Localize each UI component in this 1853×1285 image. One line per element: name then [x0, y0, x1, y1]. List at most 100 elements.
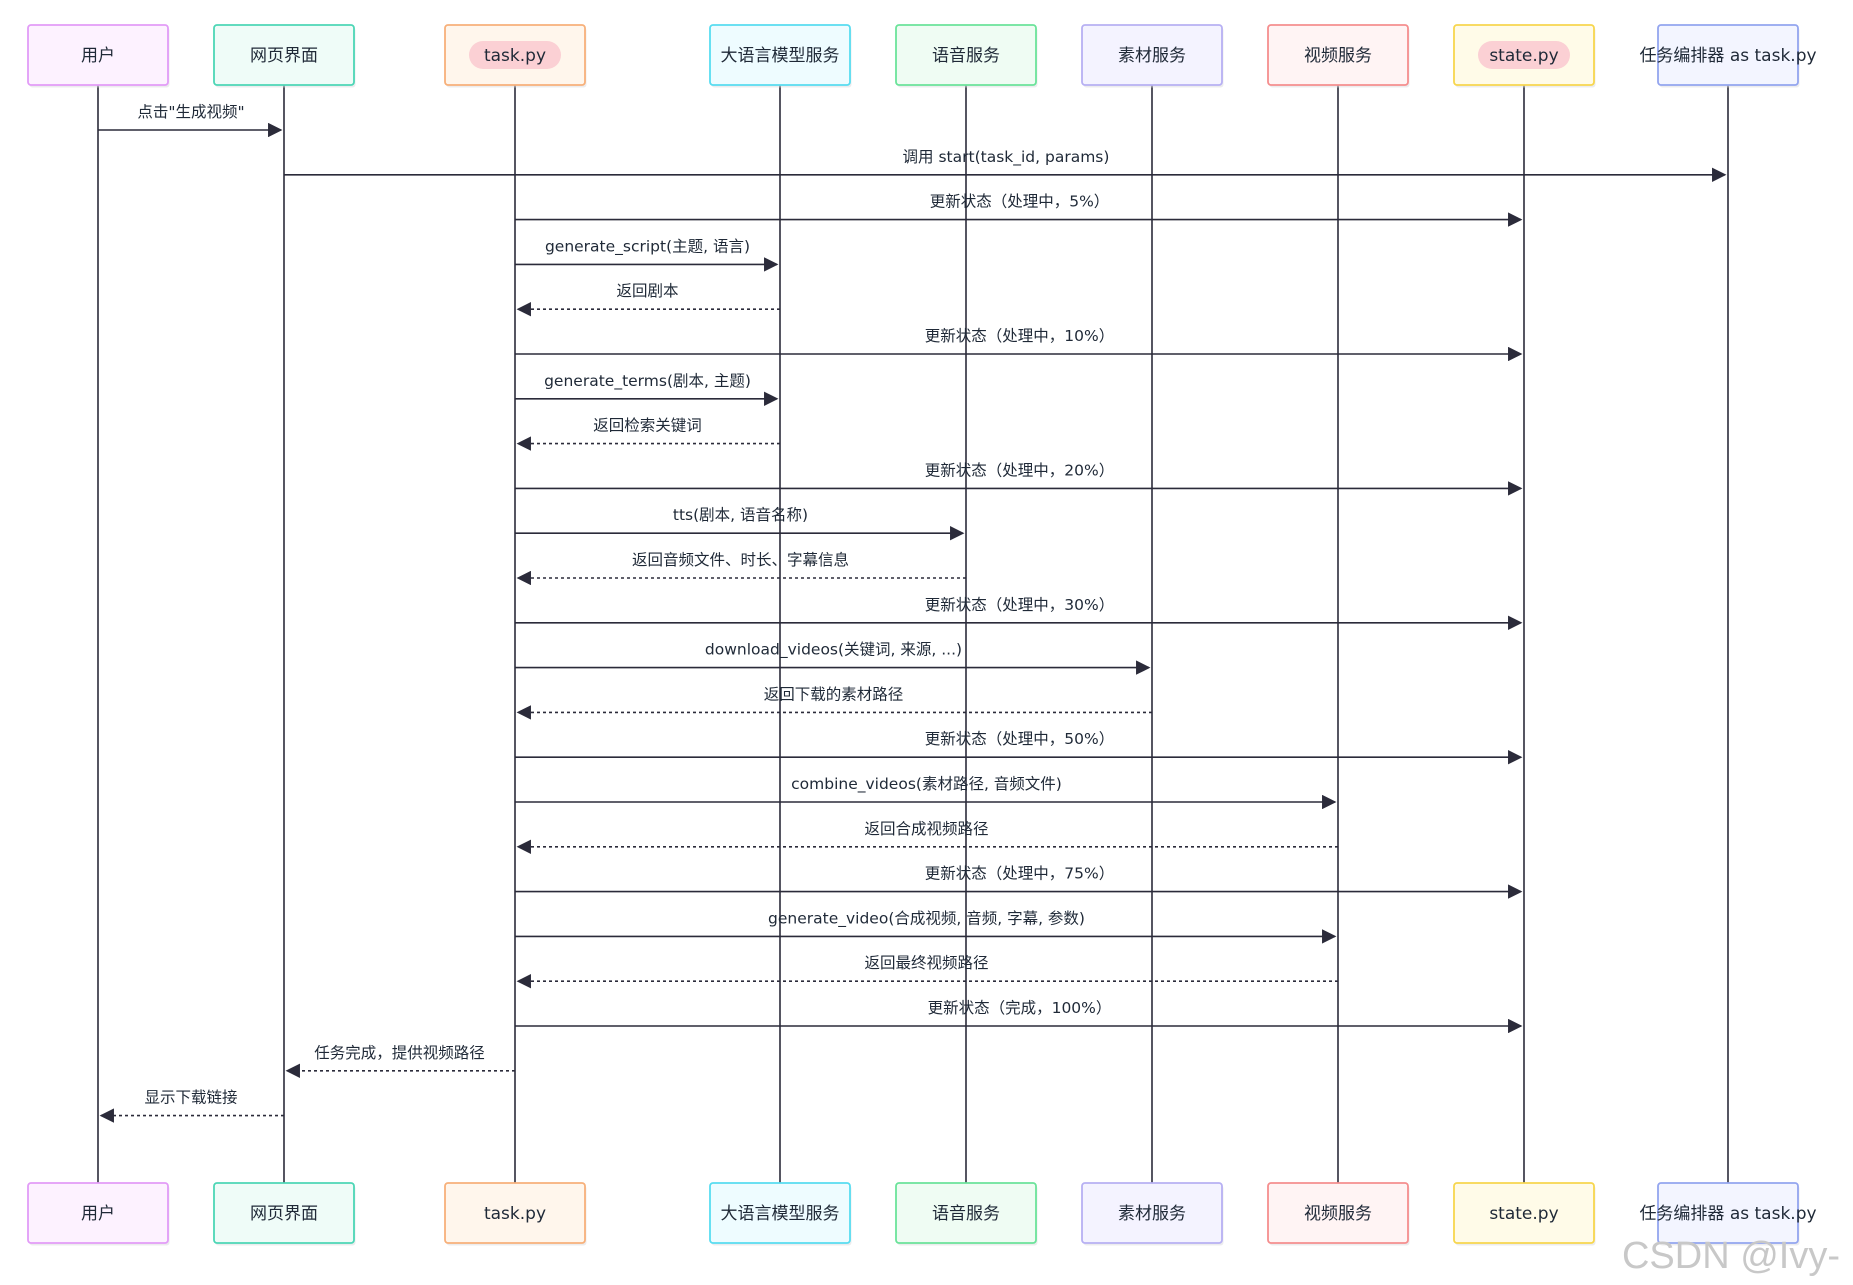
message: 显示下载链接 [99, 1089, 284, 1123]
participant-label-pill [469, 41, 561, 69]
message-label: 返回合成视频路径 [864, 820, 988, 838]
participant-web-bottom: 网页界面 [213, 1182, 356, 1246]
participant-video-bottom: 视频服务 [1267, 1182, 1410, 1246]
message-label: 返回检索关键词 [593, 417, 702, 435]
participant-voice-bottom: 语音服务 [895, 1182, 1038, 1246]
message-label: download_videos(关键词, 来源, ...) [705, 641, 962, 660]
participant-box [709, 1182, 851, 1244]
participant-box [895, 1182, 1037, 1244]
participant-box [1081, 1182, 1223, 1244]
participant-box [895, 24, 1037, 86]
participant-video-top: 视频服务 [1267, 24, 1410, 88]
participant-label: 视频服务 [1304, 46, 1372, 66]
message-label: combine_videos(素材路径, 音频文件) [791, 775, 1062, 794]
message-label: 更新状态（处理中，10%） [925, 327, 1114, 345]
participant-label: 网页界面 [250, 1204, 318, 1224]
message-label: 点击"生成视频" [137, 103, 244, 121]
message: combine_videos(素材路径, 音频文件) [515, 775, 1337, 810]
participant-label: 网页界面 [250, 46, 318, 66]
message: 调用 start(task_id, params) [284, 148, 1727, 183]
participant-label: state.py [1489, 1204, 1558, 1224]
message: 返回检索关键词 [516, 417, 780, 451]
message: 返回剧本 [516, 282, 780, 317]
participant-llm-top: 大语言模型服务 [709, 24, 852, 88]
participant-label: 大语言模型服务 [721, 1204, 840, 1224]
participant-box [213, 1182, 355, 1244]
message: 更新状态（处理中，50%） [515, 730, 1523, 765]
participant-task-top: task.py [444, 24, 587, 88]
participant-label-pill [1478, 41, 1570, 69]
message-label: 更新状态（完成，100%） [928, 999, 1112, 1017]
participant-label: 用户 [81, 1204, 115, 1224]
message-label: 更新状态（处理中，50%） [925, 730, 1114, 748]
participant-voice-top: 语音服务 [895, 24, 1038, 88]
message: 返回下载的素材路径 [516, 685, 1152, 720]
message-label: generate_terms(剧本, 主题) [544, 372, 751, 391]
participant-box [1081, 24, 1223, 86]
message: 更新状态（处理中，10%） [515, 327, 1523, 362]
message-label: 返回剧本 [616, 282, 678, 300]
message-label: 任务完成，提供视频路径 [314, 1044, 485, 1062]
message-label: 调用 start(task_id, params) [903, 148, 1110, 167]
message: 返回最终视频路径 [516, 954, 1338, 989]
participant-box [709, 24, 851, 86]
message: 更新状态（完成，100%） [515, 999, 1523, 1034]
message-label: generate_script(主题, 语言) [545, 237, 750, 256]
participant-box [1453, 1182, 1595, 1244]
participant-label: 素材服务 [1118, 46, 1186, 66]
message: 任务完成，提供视频路径 [285, 1044, 515, 1079]
participant-box [27, 1182, 169, 1244]
participant-label: 大语言模型服务 [721, 46, 840, 66]
message: 更新状态（处理中，5%） [515, 193, 1523, 227]
message-label: 返回最终视频路径 [864, 954, 988, 972]
participant-llm-bottom: 大语言模型服务 [709, 1182, 852, 1246]
participant-state-bottom: state.py [1453, 1182, 1596, 1246]
participant-box [213, 24, 355, 86]
watermark: CSDN @Ivy- [1622, 1235, 1840, 1277]
participant-box [27, 24, 169, 86]
participant-label: 语音服务 [932, 1204, 1000, 1224]
participant-box [1657, 24, 1799, 86]
participant-web-top: 网页界面 [213, 24, 356, 88]
participant-label: task.py [484, 1204, 546, 1224]
participant-orch-top: 任务编排器 as task.py [1639, 24, 1817, 88]
participant-label: task.py [484, 46, 546, 66]
message: 更新状态（处理中，30%） [515, 596, 1523, 630]
message-label: 返回音频文件、时长、字幕信息 [632, 551, 849, 569]
message: 点击"生成视频" [98, 103, 283, 138]
message: generate_terms(剧本, 主题) [515, 372, 779, 406]
message-label: 更新状态（处理中，20%） [925, 461, 1114, 479]
message-label: 返回下载的素材路径 [764, 685, 904, 703]
message-label: tts(剧本, 语音名称) [673, 506, 808, 524]
participant-state-top: state.py [1453, 24, 1596, 88]
message: generate_script(主题, 语言) [515, 237, 779, 272]
participant-material-bottom: 素材服务 [1081, 1182, 1224, 1246]
message-label: generate_video(合成视频, 音频, 字幕, 参数) [768, 909, 1085, 928]
message: 返回合成视频路径 [516, 820, 1338, 854]
participant-label: 视频服务 [1304, 1204, 1372, 1224]
participant-label: state.py [1489, 46, 1558, 66]
message-label: 更新状态（处理中，75%） [925, 865, 1114, 883]
participant-label: 任务编排器 as task.py [1639, 1204, 1816, 1224]
participant-task-bottom: task.py [444, 1182, 587, 1246]
message-label: 显示下载链接 [144, 1089, 237, 1107]
participant-box [1657, 1182, 1799, 1244]
message-label: 更新状态（处理中，5%） [930, 193, 1110, 211]
participant-orch-bottom: 任务编排器 as task.py [1639, 1182, 1817, 1246]
participant-material-top: 素材服务 [1081, 24, 1224, 88]
participant-label: 用户 [81, 46, 115, 66]
message: 返回音频文件、时长、字幕信息 [516, 551, 966, 586]
participant-box [1267, 24, 1409, 86]
participant-label: 任务编排器 as task.py [1639, 46, 1816, 66]
message: generate_video(合成视频, 音频, 字幕, 参数) [515, 909, 1337, 944]
participant-user-bottom: 用户 [27, 1182, 170, 1246]
message: 更新状态（处理中，75%） [515, 865, 1523, 899]
participant-user-top: 用户 [27, 24, 170, 88]
message-label: 更新状态（处理中，30%） [925, 596, 1114, 614]
message: tts(剧本, 语音名称) [515, 506, 965, 541]
participant-label: 素材服务 [1118, 1204, 1186, 1224]
message: download_videos(关键词, 来源, ...) [515, 641, 1151, 675]
participant-box [444, 1182, 586, 1244]
participant-label: 语音服务 [932, 46, 1000, 66]
